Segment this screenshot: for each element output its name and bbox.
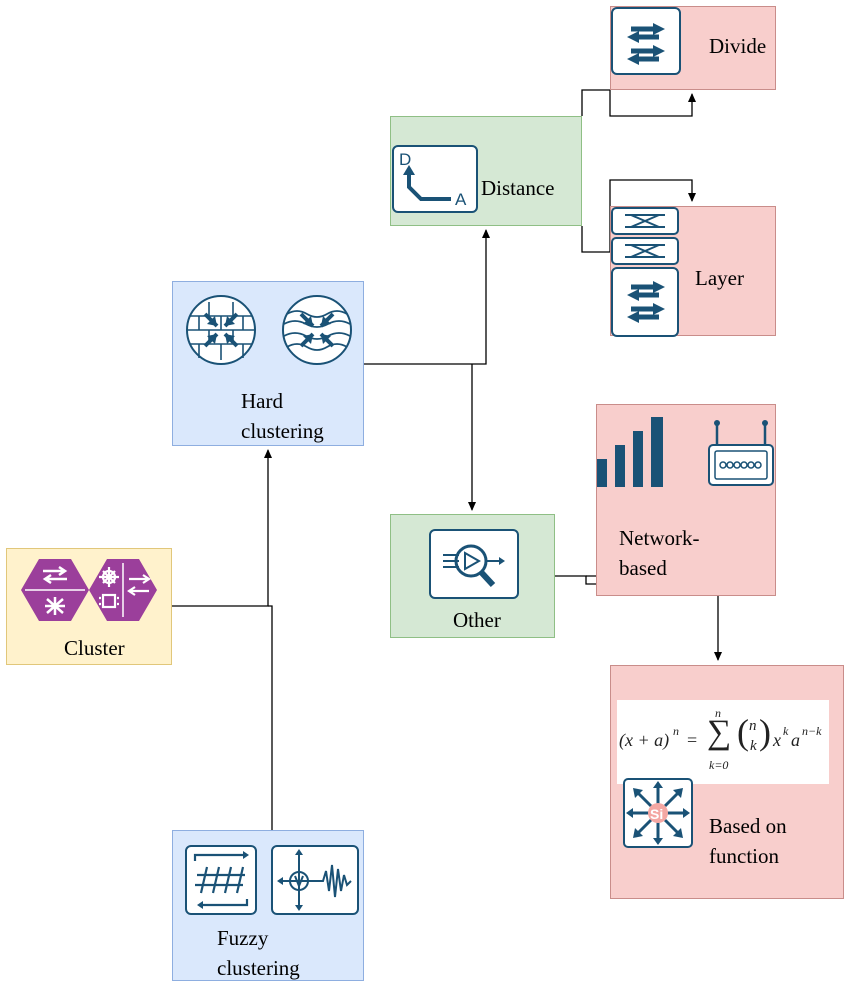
analysis-magnifier-icon <box>429 529 519 599</box>
formula-sigma: ∑ <box>707 714 732 751</box>
formula-term-a: a <box>791 730 800 750</box>
cluster-label: Cluster <box>64 636 125 660</box>
layer-label: Layer <box>695 266 744 290</box>
layer-switch-stack-icon <box>611 207 679 337</box>
based-on-function-node[interactable]: (x + a) n = n ∑ k=0 ( n k ) x k a n−k <box>610 665 844 899</box>
function-line2: function <box>709 844 779 868</box>
formula-term-a-exp: n−k <box>802 724 822 738</box>
edge-fuzzy-trunk <box>268 605 273 830</box>
formula-sum-bottom: k=0 <box>709 758 729 772</box>
formula-binom-open: ( <box>737 712 749 752</box>
edge-cluster-hard <box>172 449 272 607</box>
formula-binom-top: n <box>749 718 757 734</box>
divide-node[interactable]: Divide <box>610 6 776 90</box>
formula-sum-top: n <box>715 706 721 720</box>
formula-lhs: (x + a) <box>619 730 670 750</box>
edge-divide-loop <box>609 90 696 117</box>
formula-term-x: x <box>773 730 781 750</box>
distance-label: Distance <box>481 176 555 200</box>
digital-to-analog-icon: D A <box>392 145 478 213</box>
formula-eq: = <box>687 730 698 750</box>
edge-distance-layer <box>581 226 610 253</box>
brick-circle-filter-icon <box>186 295 256 365</box>
binomial-formula: (x + a) n = n ∑ k=0 ( n k ) x k a n−k <box>617 700 829 784</box>
purple-hexagon-cluster-icon <box>21 559 157 621</box>
network-based-line2: based <box>619 556 667 580</box>
icon-text-d: D <box>399 150 411 169</box>
formula-binom-bottom: k <box>750 738 757 754</box>
wave-circle-filter-icon <box>282 295 352 365</box>
divide-label: Divide <box>709 34 767 58</box>
signal-waveform-icon <box>271 845 359 915</box>
switch-arrows-icon <box>611 7 681 75</box>
fuzzy-clustering-node[interactable]: Fuzzy clustering <box>172 830 364 981</box>
layer-node[interactable]: Layer <box>610 206 776 337</box>
formula-lhs-exp: n <box>673 724 679 738</box>
grid-transform-icon <box>185 845 257 915</box>
formula-term-x-exp: k <box>783 724 789 738</box>
network-based-node[interactable]: Network- based <box>596 404 776 596</box>
hard-clustering-node[interactable]: Hard clustering <box>172 281 364 446</box>
signal-bars-icon <box>597 417 663 487</box>
svg-text:Si: Si <box>650 806 663 822</box>
function-line1: Based on <box>709 814 787 838</box>
distance-node[interactable]: D A Distance <box>390 116 582 226</box>
icon-text-a: A <box>455 190 467 209</box>
other-node[interactable]: Other <box>390 514 555 638</box>
edge-hard-distance <box>364 229 490 365</box>
network-based-line1: Network- <box>619 526 700 550</box>
router-icon <box>708 420 774 486</box>
hard-clustering-line1: Hard <box>241 389 283 413</box>
multilayer-switch-si-icon: Si <box>623 778 693 848</box>
other-label: Other <box>453 608 501 632</box>
cluster-node[interactable]: Cluster <box>6 548 172 665</box>
fuzzy-clustering-line1: Fuzzy <box>217 926 269 950</box>
hard-clustering-line2: clustering <box>241 419 324 443</box>
fuzzy-clustering-line2: clustering <box>217 956 300 980</box>
formula-binom-close: ) <box>759 712 771 752</box>
edge-distance-divide <box>581 89 610 116</box>
